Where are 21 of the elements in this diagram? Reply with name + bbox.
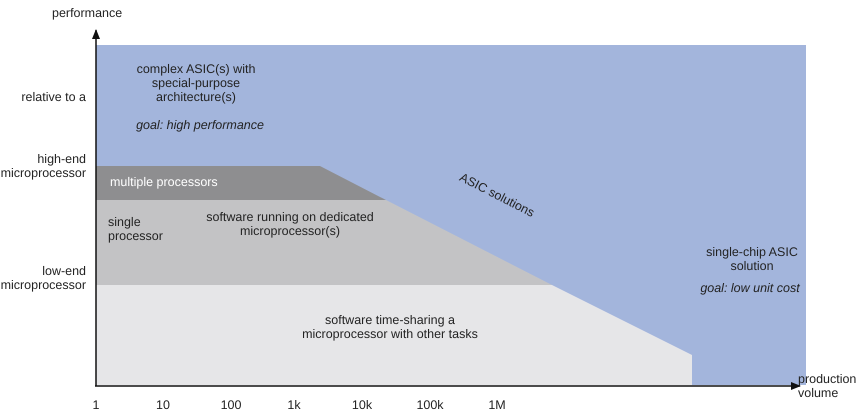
axis-level-label: low-end microprocessor xyxy=(0,264,86,292)
region-label: single processor xyxy=(108,215,164,243)
region-label: software running on dedicated microprocessor(s) xyxy=(205,210,375,238)
region-label: complex ASIC(s) with special-purpose architecture(s) xyxy=(136,62,256,104)
tick-label: 1k xyxy=(286,398,302,412)
region-label: software time-sharing a microprocessor with other tasks xyxy=(301,313,479,341)
tick-label: 10k xyxy=(350,398,374,412)
goal-note: goal: low unit cost xyxy=(699,281,802,295)
axis-title: performance xyxy=(52,6,124,20)
tick-label: 1M xyxy=(487,398,507,412)
time-sharing-region xyxy=(96,285,692,385)
goal-note: goal: high performance xyxy=(135,118,265,132)
axis-title: production volume xyxy=(798,372,858,400)
region-label: multiple processors xyxy=(110,175,219,189)
tick-label: 10 xyxy=(155,398,171,412)
axis-level-label: relative to a xyxy=(20,90,86,104)
tick-label: 100k xyxy=(415,398,445,412)
tick-label: 100 xyxy=(220,398,242,412)
region-label: single-chip ASIC solution xyxy=(705,245,799,273)
axis-level-label: high-end microprocessor xyxy=(0,152,86,180)
tick-label: 1 xyxy=(92,398,100,412)
